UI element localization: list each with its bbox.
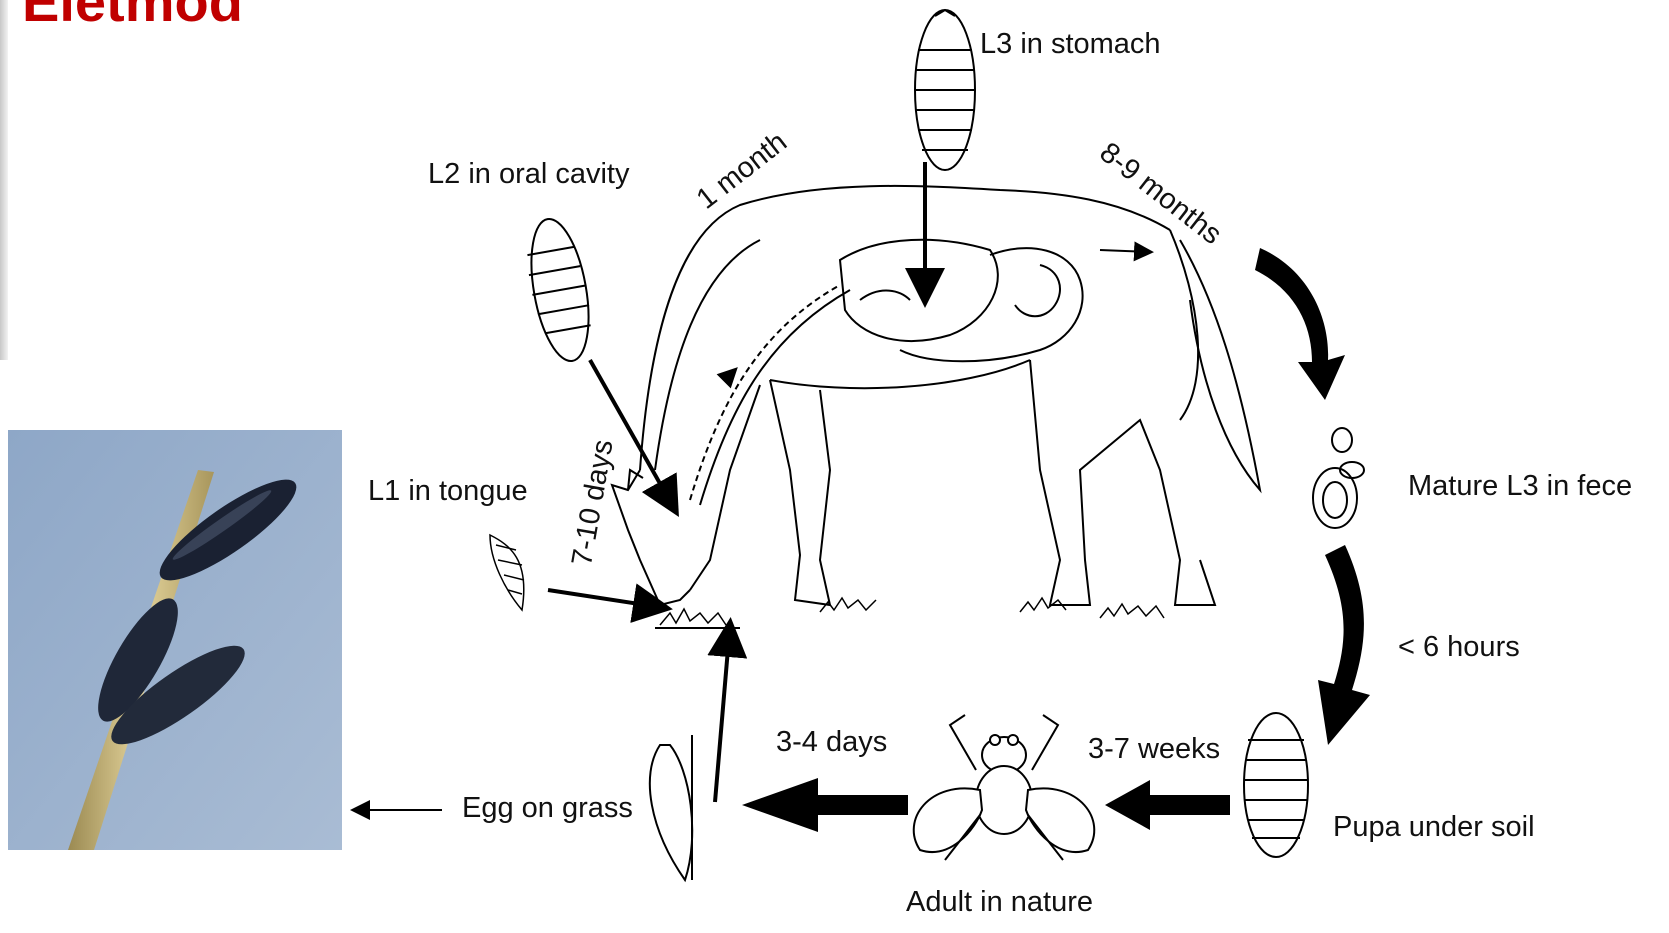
mature-l3-feces [1313,428,1364,528]
horse-outline [612,186,1260,628]
label-egg: Egg on grass [462,794,633,823]
duration-3-7-weeks: 3-7 weeks [1088,735,1220,764]
label-l2-oral-cavity: L2 in oral cavity [428,160,630,189]
l1-tongue-larva [490,535,524,610]
label-l3-stomach: L3 in stomach [980,30,1161,59]
adult-fly-drawing [914,715,1095,860]
l2-oral-larva [522,215,598,366]
egg-on-grass-drawing [650,735,692,880]
pupa-drawing [1244,713,1308,857]
l3-stomach-larva [915,10,975,170]
label-mature-l3: Mature L3 in fece [1408,472,1632,501]
label-pupa: Pupa under soil [1333,813,1535,842]
duration-3-4-days: 3-4 days [776,728,887,757]
label-l1-tongue: L1 in tongue [368,477,528,506]
duration-6-hours: < 6 hours [1398,633,1520,662]
label-adult: Adult in nature [906,888,1093,917]
